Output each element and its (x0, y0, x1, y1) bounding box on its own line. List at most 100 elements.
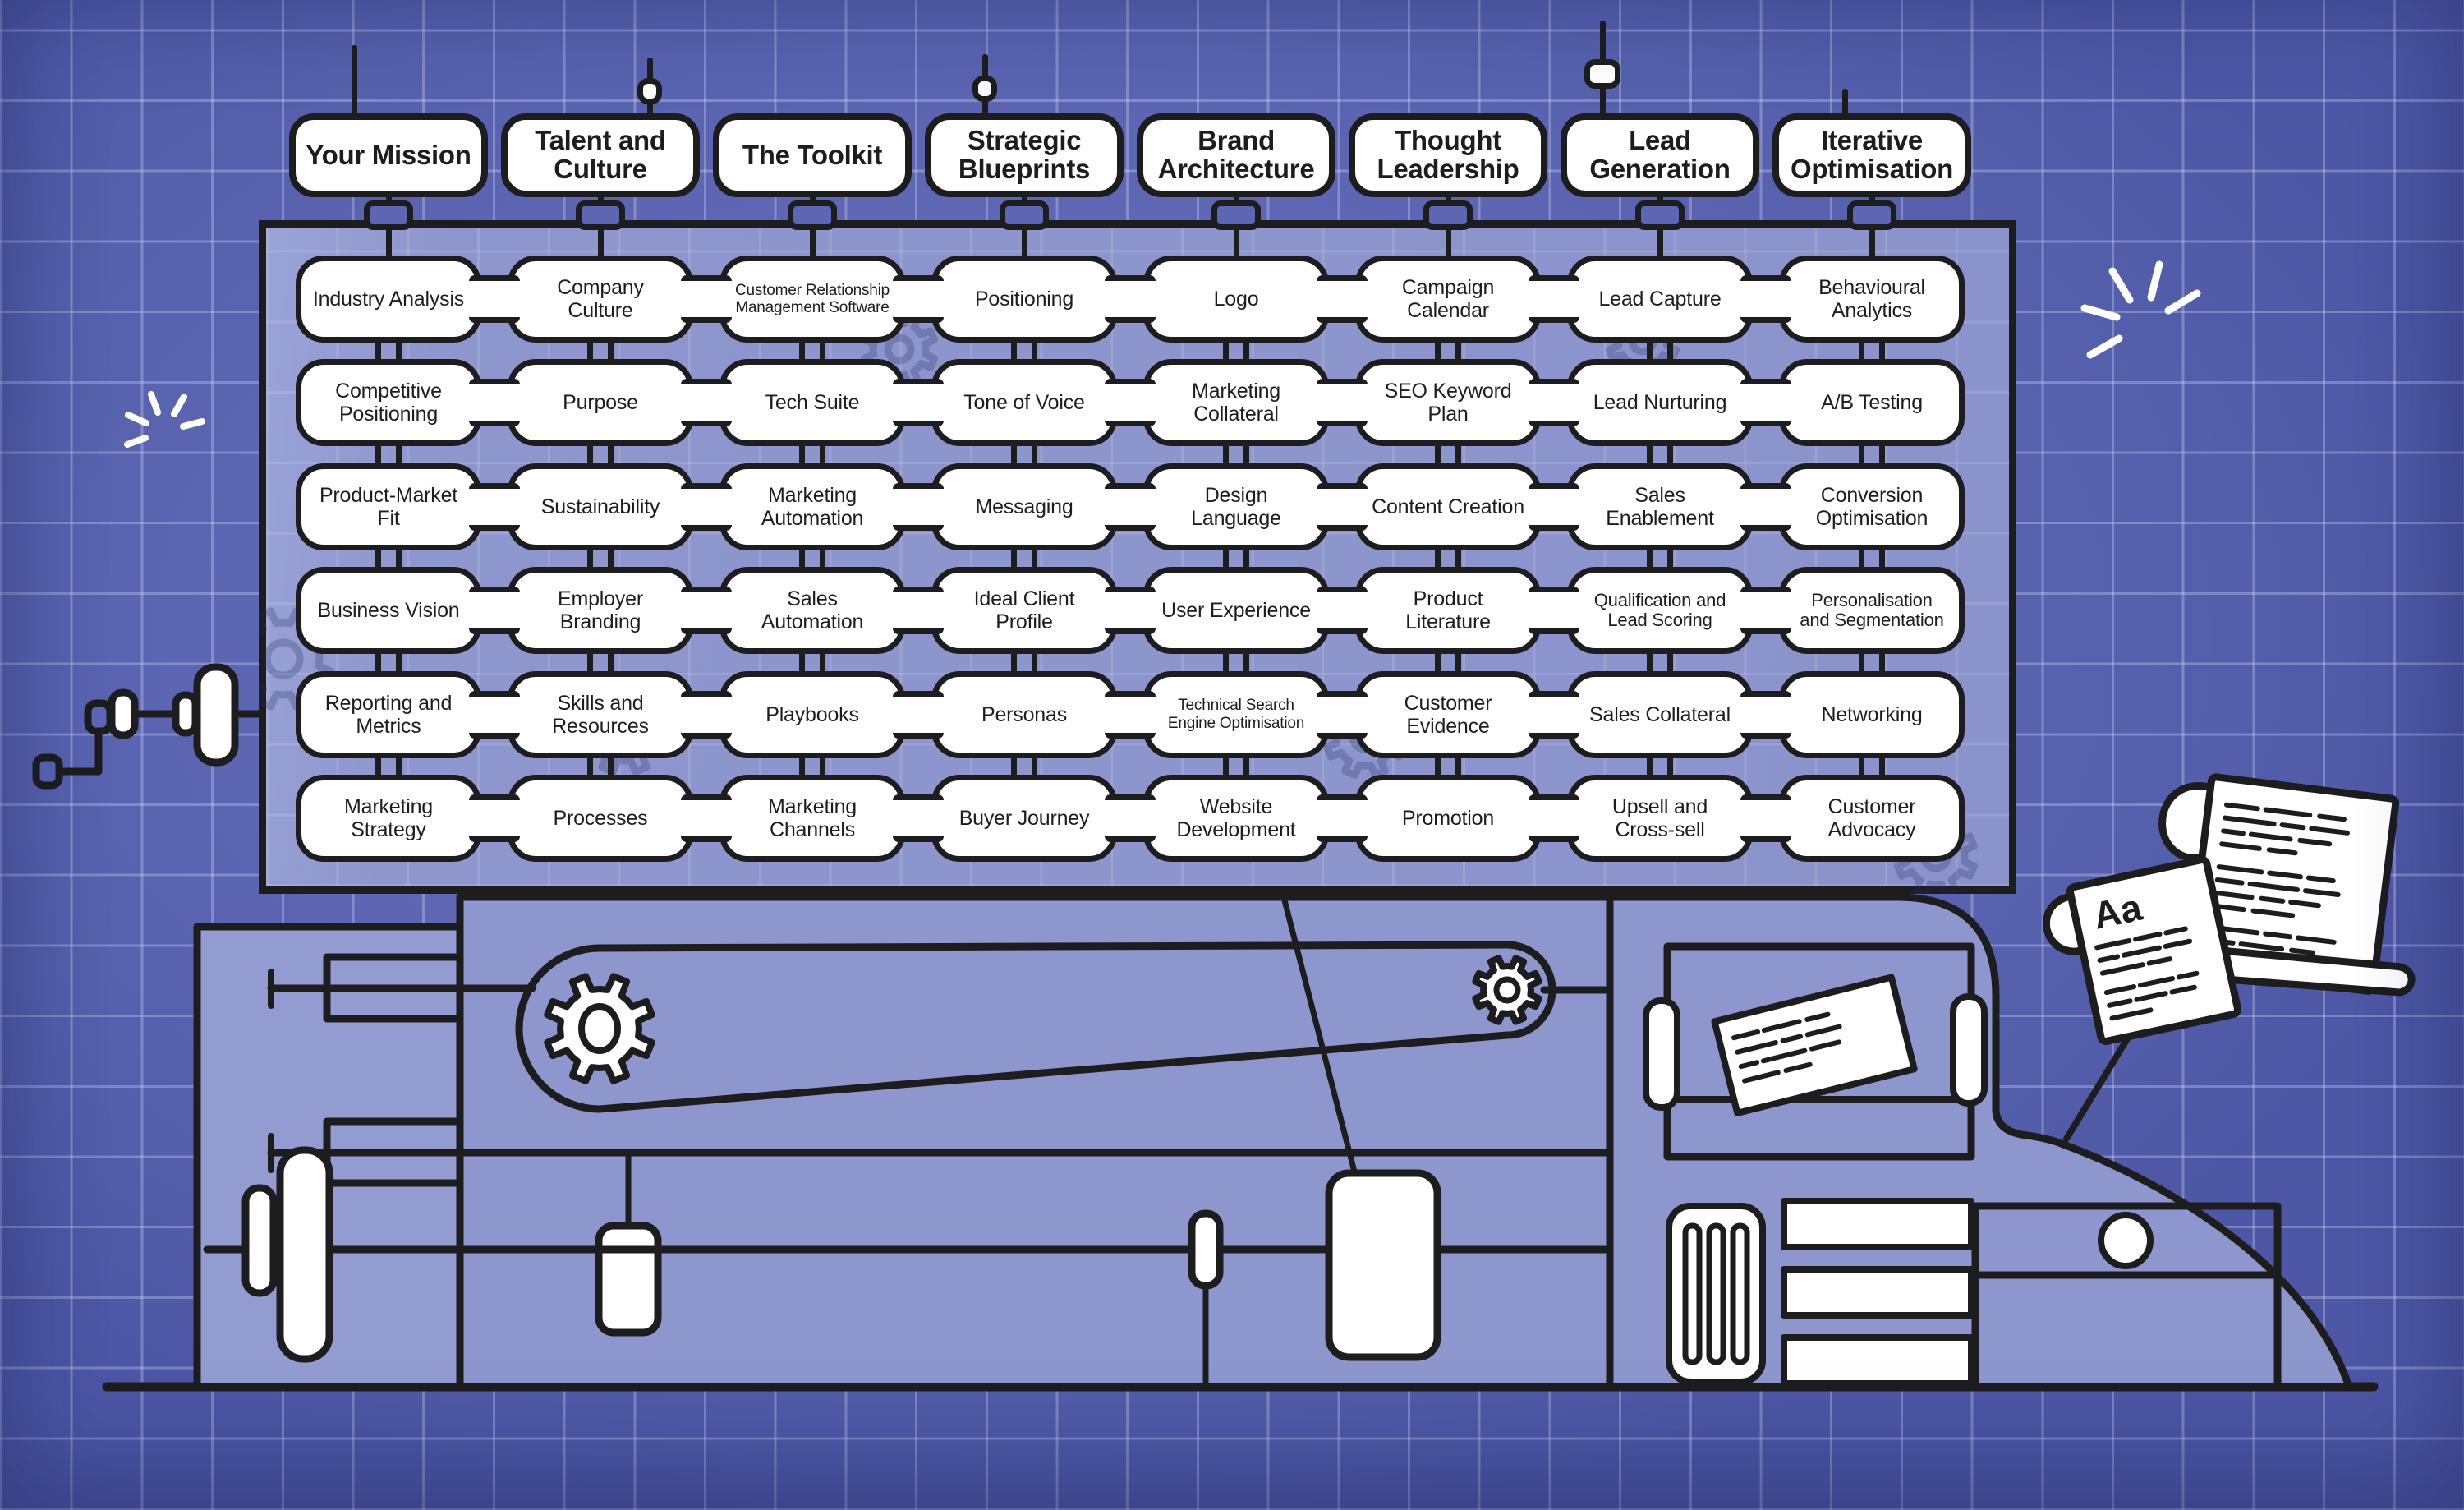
horizontal-link-icon (1317, 379, 1368, 427)
vertical-link (799, 339, 825, 364)
vertical-link (1859, 339, 1885, 364)
horizontal-link-icon (681, 482, 732, 531)
vertical-link (1647, 754, 1673, 780)
hanging-weight (595, 1222, 662, 1337)
drawer-button (2098, 1212, 2154, 1269)
pill-messaging: Messaging (931, 463, 1117, 550)
vertical-link (1435, 443, 1461, 468)
roller-right (1950, 993, 1988, 1107)
pill-behavioural-analytics: Behavioural Analytics (1779, 256, 1965, 343)
horizontal-link-icon (1529, 379, 1579, 427)
horizontal-link-icon (469, 794, 520, 842)
pill-lead-nurturing: Lead Nurturing (1567, 359, 1753, 447)
pill-tech-suite: Tech Suite (719, 359, 905, 447)
sample-paper-label: Aa (2089, 886, 2146, 937)
pill-customer-evidence: Customer Evidence (1355, 670, 1541, 758)
horizontal-link-icon (1317, 275, 1368, 323)
horizontal-link-icon (893, 587, 944, 635)
pill-sales-enablement: Sales Enablement (1567, 463, 1753, 550)
vertical-link (1435, 651, 1461, 676)
vertical-link (1859, 754, 1885, 780)
roller-left (1643, 997, 1680, 1111)
pill-customer-advocacy: Customer Advocacy (1779, 775, 1965, 862)
vertical-link (587, 754, 614, 780)
pill-upsell-and-cross-sell: Upsell and Cross-sell (1567, 775, 1753, 862)
horizontal-link-icon (1529, 690, 1579, 739)
vertical-link (375, 339, 402, 364)
vertical-link (587, 546, 614, 572)
output-papers: Aa (2042, 773, 2416, 1142)
panel-drop-line (1234, 219, 1239, 257)
antenna-bead-icon (637, 78, 662, 104)
pill-company-culture: Company Culture (508, 256, 693, 343)
pill-customer-relationship-management-software: Customer Relationship Management Softwar… (719, 256, 905, 343)
header-plug-icon (576, 200, 625, 230)
horizontal-link-icon (1105, 690, 1156, 739)
antenna-line (352, 45, 357, 118)
pill-playbooks: Playbooks (719, 670, 905, 758)
vertical-link (375, 651, 402, 676)
horizontal-link-icon (1529, 275, 1579, 323)
vertical-link (587, 339, 614, 364)
pill-buyer-journey: Buyer Journey (931, 775, 1117, 862)
vertical-link (1223, 754, 1249, 780)
vertical-link (1223, 651, 1249, 676)
machine-body (102, 893, 2379, 1392)
sparkle-left-icon (124, 391, 205, 448)
sparkle-right-icon (2080, 260, 2201, 359)
vertical-link (1647, 651, 1673, 676)
column-header-talent-and-culture: Talent and Culture (501, 113, 700, 197)
pill-employer-branding: Employer Branding (508, 567, 693, 655)
header-plug-icon (1847, 200, 1896, 230)
vertical-link (1647, 546, 1673, 572)
horizontal-link-icon (681, 275, 732, 323)
pill-competitive-positioning: Competitive Positioning (296, 359, 481, 447)
header-plug-icon (1000, 200, 1049, 230)
pill-seo-keyword-plan: SEO Keyword Plan (1355, 359, 1541, 447)
pill-technical-search-engine-optimisation: Technical Search Engine Optimisation (1143, 670, 1329, 758)
column-header-strategic-blueprints: Strategic Blueprints (925, 113, 1124, 197)
pill-personalisation-and-segmentation: Personalisation and Segmentation (1779, 567, 1965, 655)
vertical-link (1859, 651, 1885, 676)
horizontal-link-icon (1317, 587, 1368, 635)
pill-networking: Networking (1779, 670, 1965, 758)
horizontal-link-icon (1105, 379, 1156, 427)
column-header-brand-architecture: Brand Architecture (1137, 113, 1335, 197)
pill-user-experience: User Experience (1143, 567, 1329, 655)
horizontal-link-icon (1317, 794, 1368, 842)
vent-grille-icon (1666, 1203, 1766, 1385)
panel-drop-line (598, 219, 604, 257)
vertical-link (1435, 754, 1461, 780)
vertical-link (1647, 443, 1673, 468)
vertical-link (799, 443, 825, 468)
vertical-link (1859, 546, 1885, 572)
horizontal-link-icon (1740, 482, 1791, 531)
horizontal-link-icon (1529, 794, 1579, 842)
horizontal-link-icon (1105, 482, 1156, 531)
pill-marketing-collateral: Marketing Collateral (1143, 359, 1329, 447)
horizontal-link-icon (681, 379, 732, 427)
header-plug-icon (1423, 200, 1473, 230)
machine-internals (203, 894, 1612, 1390)
pill-product-market-fit: Product-Market Fit (296, 463, 481, 550)
horizontal-link-icon (681, 794, 732, 842)
horizontal-link-icon (469, 379, 520, 427)
pill-content-creation: Content Creation (1355, 463, 1541, 550)
vertical-link (1223, 443, 1249, 468)
pill-sustainability: Sustainability (508, 463, 693, 550)
horizontal-link-icon (681, 587, 732, 635)
horizontal-link-icon (893, 794, 944, 842)
vertical-link (1435, 339, 1461, 364)
pill-business-vision: Business Vision (296, 567, 481, 655)
pill-lead-capture: Lead Capture (1567, 256, 1753, 343)
pill-skills-and-resources: Skills and Resources (508, 670, 693, 758)
vertical-link (375, 754, 402, 780)
vertical-link (1011, 546, 1037, 572)
vertical-link (799, 546, 825, 572)
pill-tone-of-voice: Tone of Voice (931, 359, 1117, 447)
antenna-bead-icon (972, 76, 997, 102)
document-on-tray-icon (1711, 974, 1918, 1116)
header-plug-icon (1211, 200, 1261, 230)
horizontal-link-icon (1740, 690, 1791, 739)
